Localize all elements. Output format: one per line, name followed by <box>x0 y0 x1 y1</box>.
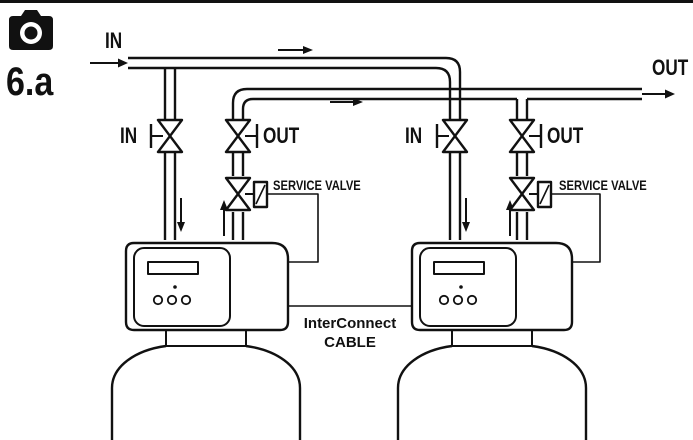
main-out-label: OUT <box>652 55 689 80</box>
inlet-pipe <box>90 56 462 119</box>
outlet-pipe <box>231 87 675 119</box>
interconnect-cable-label: InterConnect CABLE <box>280 314 420 352</box>
right-tank <box>396 329 588 440</box>
flow-arrows <box>177 46 514 236</box>
cable-label-line1: InterConnect <box>303 315 397 332</box>
right-unit-plumbing <box>435 118 601 263</box>
camera-icon <box>5 8 57 52</box>
right-in-valve-label: IN <box>405 123 423 148</box>
left-service-valve-label: SERVICE VALVE <box>273 177 361 193</box>
right-control-head <box>410 241 574 332</box>
left-control-head <box>124 241 290 332</box>
main-in-label: IN <box>105 28 123 53</box>
left-tank <box>110 329 302 440</box>
left-unit-plumbing <box>149 118 319 263</box>
left-in-valve-label: IN <box>120 123 138 148</box>
right-out-valve-label: OUT <box>547 123 584 148</box>
left-out-valve-label: OUT <box>263 123 300 148</box>
step-number: 6.a <box>6 60 54 104</box>
cable-label-line2: CABLE <box>324 334 376 351</box>
right-service-valve-label: SERVICE VALVE <box>559 177 647 193</box>
